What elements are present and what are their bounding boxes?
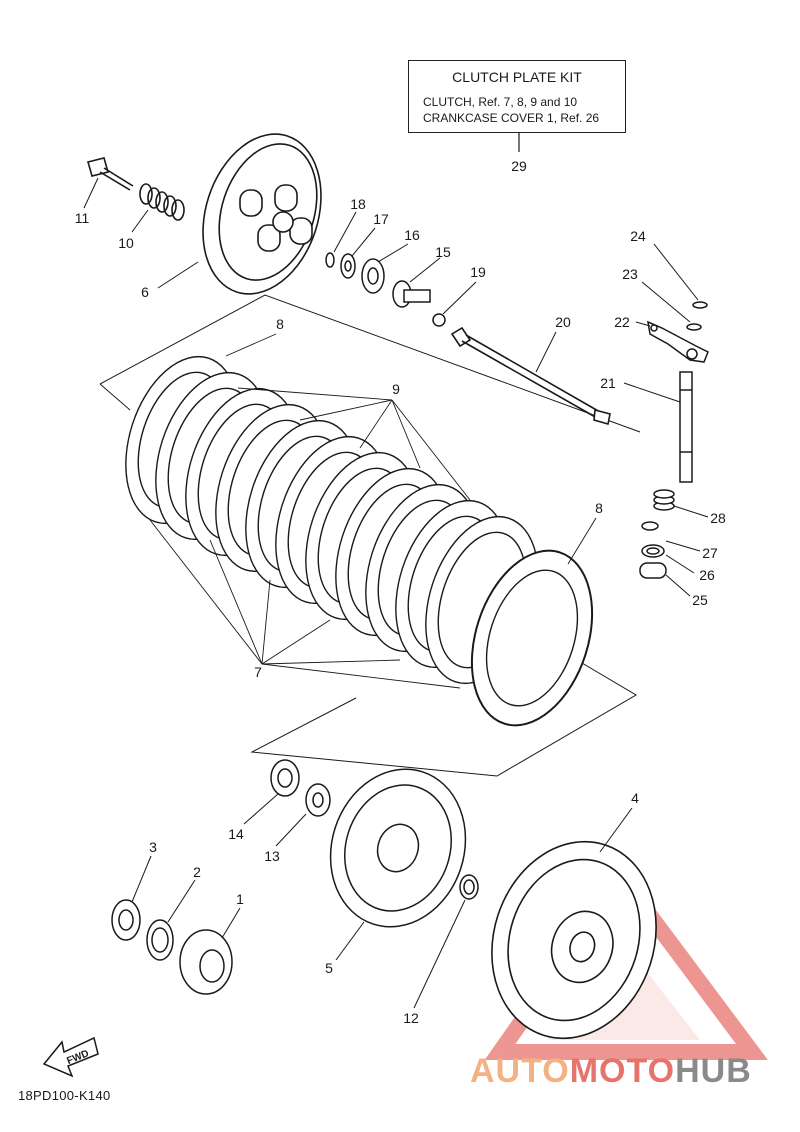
leaders-shaft xyxy=(623,243,709,597)
leader-10 xyxy=(131,209,149,233)
leader-20 xyxy=(535,331,557,373)
watermark-part-1: AUTO xyxy=(470,1052,570,1090)
callout-7: 7 xyxy=(254,664,262,680)
callout-17: 17 xyxy=(373,211,389,227)
plate-stack-bracket xyxy=(99,294,641,777)
pressure-plate-part-6 xyxy=(202,133,322,295)
clutch-boss-part-5 xyxy=(329,768,467,928)
callout-10: 10 xyxy=(118,235,134,251)
clip-part-27 xyxy=(641,521,659,531)
ball-part-19 xyxy=(432,313,446,327)
callout-2: 2 xyxy=(193,864,201,880)
callout-27: 27 xyxy=(702,545,718,561)
callout-5: 5 xyxy=(325,960,333,976)
callout-11: 11 xyxy=(74,210,90,226)
callout-21: 21 xyxy=(600,375,616,391)
callout-4: 4 xyxy=(631,790,639,806)
callout-6: 6 xyxy=(141,284,149,300)
callout-12: 12 xyxy=(403,1010,419,1026)
kit-title: CLUTCH PLATE KIT xyxy=(452,69,582,85)
kit-line-1: CLUTCH, Ref. 7, 8, 9 and 10 xyxy=(423,95,578,109)
clutch-plate-stack xyxy=(125,355,594,727)
callout-25: 25 xyxy=(692,592,708,608)
callout-16: 16 xyxy=(404,227,420,243)
clutch-housing-part-4 xyxy=(491,840,657,1040)
washer-part-18 xyxy=(325,252,335,268)
callout-23: 23 xyxy=(622,266,638,282)
fwd-arrow-icon xyxy=(42,1036,99,1078)
boss-area xyxy=(270,759,479,928)
callout-18: 18 xyxy=(350,196,366,212)
leader-11 xyxy=(83,177,99,209)
callout-13: 13 xyxy=(264,848,280,864)
callout-19: 19 xyxy=(470,264,486,280)
plate-leaders xyxy=(149,333,597,689)
callout-1: 1 xyxy=(236,891,244,907)
callout-22: 22 xyxy=(614,314,630,330)
figure-code: 18PD100-K140 xyxy=(18,1088,111,1103)
leader-4 xyxy=(599,807,633,853)
push-rod-part-20 xyxy=(450,326,611,426)
callout-29: 29 xyxy=(511,158,527,174)
bearing-part-25 xyxy=(639,562,667,579)
callout-20: 20 xyxy=(555,314,571,330)
leaders-boss xyxy=(243,793,466,1009)
spring-part-10 xyxy=(139,183,185,221)
watermark-part-2: MOTO xyxy=(569,1052,676,1090)
leaders-lower xyxy=(131,855,241,939)
callout-28: 28 xyxy=(710,510,726,526)
callout-14: 14 xyxy=(228,826,244,842)
kit-line-2: CRANKCASE COVER 1, Ref. 26 xyxy=(423,111,600,125)
leader-6 xyxy=(157,261,199,289)
washer-part-23 xyxy=(686,323,702,331)
callout-3: 3 xyxy=(149,839,157,855)
bolt-part-11 xyxy=(87,157,134,191)
callout-24: 24 xyxy=(630,228,646,244)
callout-8-lower: 8 xyxy=(595,500,603,516)
callout-8-upper: 8 xyxy=(276,316,284,332)
callout-9: 9 xyxy=(392,381,400,397)
washer-part-24 xyxy=(692,301,708,309)
callout-15: 15 xyxy=(435,244,451,260)
watermark-text: AUTOMOTOHUB xyxy=(470,1052,752,1091)
callout-26: 26 xyxy=(699,567,715,583)
watermark-part-3: HUB xyxy=(675,1052,752,1090)
shaft-assembly xyxy=(639,301,709,579)
lower-small-parts xyxy=(111,899,233,995)
leaders-upper xyxy=(333,211,477,315)
small-parts-upper xyxy=(325,252,446,327)
shaft-part-21 xyxy=(679,371,693,483)
clutch-plate-kit-box: CLUTCH PLATE KIT CLUTCH, Ref. 7, 8, 9 an… xyxy=(408,60,626,133)
